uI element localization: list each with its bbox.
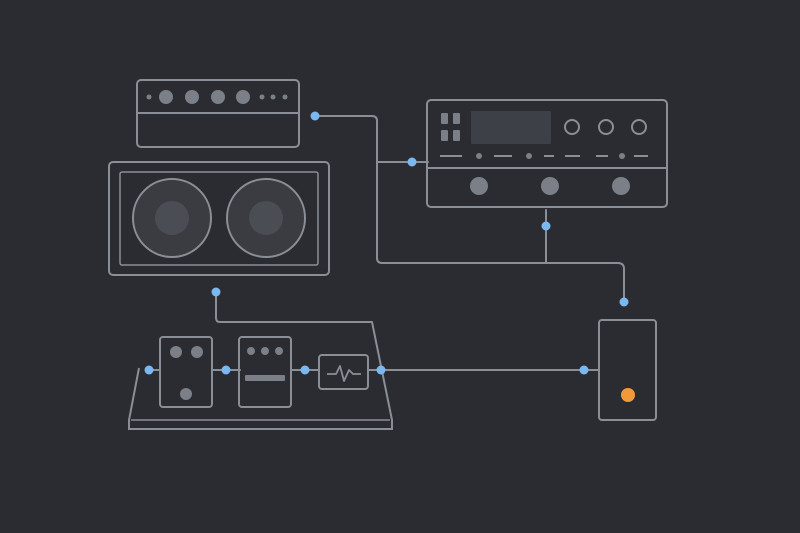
connector-nodes: [144, 111, 629, 375]
multifx-footswitch-3[interactable]: [612, 177, 630, 195]
tuner-waveform-icon: [318, 354, 369, 390]
connector-tuner-out[interactable]: [376, 365, 386, 375]
multifx-footswitch-1[interactable]: [470, 177, 488, 195]
amp-knob-1[interactable]: [159, 90, 173, 104]
multi-effects-processor-icon: [426, 99, 668, 208]
connector-multifx-in[interactable]: [407, 157, 417, 167]
status-led-icon: [621, 388, 635, 402]
overdrive-knob-left[interactable]: [170, 346, 182, 358]
pedalboard-icon: [128, 321, 393, 430]
multifx-knob-3[interactable]: [631, 119, 647, 135]
connector-output-unit-in[interactable]: [579, 365, 589, 375]
amp-knob-4[interactable]: [236, 90, 250, 104]
amp-knob-3[interactable]: [211, 90, 225, 104]
delay-knob-2[interactable]: [261, 347, 269, 355]
connector-multifx-out[interactable]: [541, 221, 551, 231]
multifx-knob-1[interactable]: [564, 119, 580, 135]
cable-amp-head-to-router: [314, 115, 625, 303]
speaker-cabinet-icon: [108, 161, 330, 276]
overdrive-footswitch[interactable]: [180, 388, 192, 400]
cable-connections: [148, 115, 625, 371]
power-supply-icon: [598, 319, 657, 421]
connector-cabinet-out[interactable]: [211, 287, 221, 297]
connector-pedal-input[interactable]: [144, 365, 154, 375]
connector-delay-tuner[interactable]: [300, 365, 310, 375]
connector-amp-head-out[interactable]: [310, 111, 320, 121]
amp-knob-2[interactable]: [185, 90, 199, 104]
delay-footswitch-bar[interactable]: [245, 375, 285, 381]
cable-cabinet-to-pedalboard: [215, 289, 373, 323]
delay-knob-1[interactable]: [247, 347, 255, 355]
connector-output-unit-top[interactable]: [619, 297, 629, 307]
overdrive-pedal-icon: [159, 336, 213, 408]
connector-overdrive-delay[interactable]: [221, 365, 231, 375]
multifx-knob-2[interactable]: [598, 119, 614, 135]
overdrive-knob-right[interactable]: [191, 346, 203, 358]
delay-pedal-icon: [238, 336, 292, 408]
multifx-footswitch-2[interactable]: [541, 177, 559, 195]
delay-knob-3[interactable]: [275, 347, 283, 355]
multifx-display: [471, 111, 551, 144]
amplifier-head-icon: [136, 79, 300, 148]
